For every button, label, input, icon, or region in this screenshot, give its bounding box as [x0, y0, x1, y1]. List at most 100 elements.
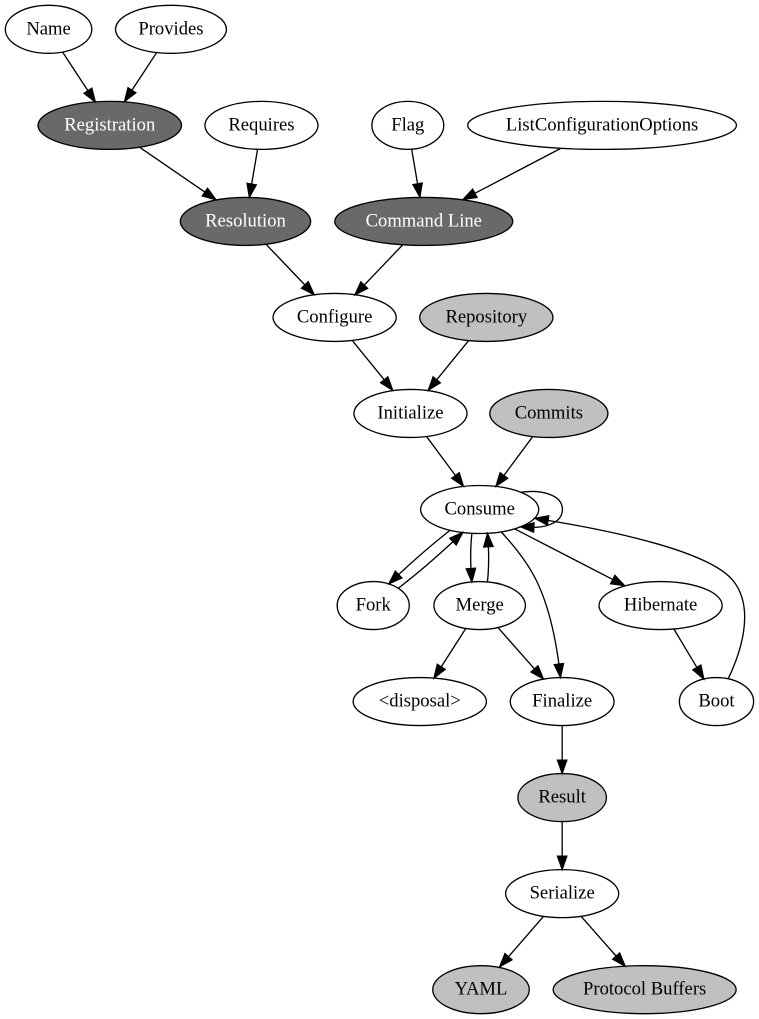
node-listconfigurationoptions-label: ListConfigurationOptions	[506, 114, 698, 135]
edge-consume-to-finalize-line	[500, 531, 560, 665]
edge-flag-to-command-line-arrowhead	[411, 182, 423, 200]
node-yaml-label: YAML	[455, 979, 508, 1000]
node-registration-shape	[37, 100, 183, 151]
edge-consume-to-merge-arrowhead	[465, 567, 477, 584]
edge-serialize-to-yaml-line	[507, 916, 544, 958]
edge-serialize-to-yaml-arrowhead	[498, 952, 514, 969]
edge-consume-to-finalize	[500, 531, 565, 680]
node-yaml-shape	[432, 964, 530, 1015]
node-result: Result	[517, 772, 608, 823]
node-configure: Configure	[272, 292, 397, 343]
node-configure-label: Configure	[297, 306, 373, 327]
edge-commits-to-consume-arrowhead	[494, 471, 509, 488]
node-requires-shape	[204, 100, 319, 151]
node-flag: Flag	[371, 100, 445, 151]
node-registration: Registration	[37, 100, 183, 151]
node-repository: Repository	[419, 292, 554, 343]
node-listconfigurationoptions-shape	[467, 100, 738, 151]
edge-resolution-to-configure-arrowhead	[300, 280, 316, 297]
edge-initialize-to-consume-line	[426, 436, 456, 476]
edge-consume-to-consume	[518, 490, 564, 534]
edge-commits-to-consume-line	[503, 436, 533, 476]
node-disposal-label: <disposal>	[379, 690, 461, 711]
node-flag-shape	[371, 100, 445, 151]
node-protocol-buffers: Protocol Buffers	[552, 964, 737, 1015]
node-consume-shape	[419, 484, 540, 535]
node-registration-label: Registration	[64, 114, 156, 135]
edge-merge-to-consume-arrowhead	[482, 531, 495, 548]
node-merge: Merge	[433, 580, 527, 631]
edge-registration-to-resolution-line	[139, 146, 206, 193]
node-result-label: Result	[538, 787, 586, 808]
edge-command-line-to-configure-arrowhead	[353, 280, 369, 297]
node-name: Name	[4, 4, 93, 55]
node-requires: Requires	[204, 100, 319, 151]
node-finalize-shape	[509, 676, 615, 727]
node-fork-shape	[336, 580, 410, 631]
edge-merge-to-disposal-arrowhead	[432, 663, 447, 680]
node-repository-label: Repository	[445, 306, 527, 327]
edge-repository-to-initialize	[427, 340, 469, 392]
node-resolution-shape	[179, 196, 312, 247]
edge-serialize-to-protocol-buffers-arrowhead	[611, 951, 627, 968]
edge-consume-to-merge-line	[470, 533, 473, 569]
edge-result-to-serialize-arrowhead	[556, 855, 568, 872]
edge-listconfigurationoptions-to-command-line-line	[474, 147, 562, 194]
edge-consume-to-consume-arrowhead	[518, 521, 535, 534]
node-finalize: Finalize	[509, 676, 615, 727]
node-serialize: Serialize	[504, 868, 620, 919]
node-name-shape	[4, 4, 93, 55]
node-resolution: Resolution	[179, 196, 312, 247]
edge-serialize-to-protocol-buffers-line	[580, 916, 617, 957]
edge-listconfigurationoptions-to-command-line-arrowhead	[461, 188, 479, 201]
edge-configure-to-initialize-line	[352, 340, 385, 380]
edge-boot-to-consume-line	[548, 519, 746, 679]
node-requires-label: Requires	[228, 114, 294, 135]
edge-name-to-registration-line	[62, 51, 89, 92]
edge-provides-to-registration	[123, 52, 158, 104]
node-hibernate-shape	[598, 580, 723, 631]
edge-merge-to-consume	[482, 531, 495, 582]
edge-merge-to-disposal	[432, 628, 467, 680]
edge-hibernate-to-boot-line	[673, 628, 698, 668]
edge-fork-to-consume	[398, 531, 465, 589]
edge-consume-to-merge	[465, 533, 477, 584]
edge-name-to-registration	[62, 51, 97, 104]
node-finalize-label: Finalize	[532, 690, 592, 711]
node-fork: Fork	[336, 580, 410, 631]
node-disposal: <disposal>	[352, 676, 488, 727]
node-consume: Consume	[419, 484, 540, 535]
node-command-line-shape	[334, 196, 514, 247]
edge-consume-to-fork-line	[398, 530, 451, 575]
node-provides-label: Provides	[138, 18, 203, 39]
node-initialize-label: Initialize	[377, 402, 443, 423]
edge-merge-to-disposal-line	[440, 628, 467, 667]
edge-consume-to-consume-line	[520, 490, 564, 529]
edge-initialize-to-consume	[426, 436, 465, 488]
edge-flag-to-command-line-line	[411, 149, 419, 184]
node-listconfigurationoptions: ListConfigurationOptions	[467, 100, 738, 151]
edge-command-line-to-configure	[353, 244, 404, 297]
edge-repository-to-initialize-line	[436, 340, 469, 380]
edge-fork-to-consume-arrowhead	[448, 531, 465, 547]
node-name-label: Name	[26, 18, 70, 39]
node-hibernate-label: Hibernate	[624, 594, 697, 615]
edge-result-to-serialize	[556, 822, 568, 872]
edge-serialize-to-yaml	[498, 916, 544, 969]
edge-hibernate-to-boot-arrowhead	[691, 664, 705, 681]
node-repository-shape	[419, 292, 554, 343]
edge-flag-to-command-line	[411, 149, 423, 200]
node-commits-label: Commits	[515, 402, 583, 423]
edge-listconfigurationoptions-to-command-line	[461, 147, 562, 201]
node-merge-shape	[433, 580, 527, 631]
edge-consume-to-fork	[387, 530, 451, 586]
edge-boot-to-consume-arrowhead	[532, 514, 550, 527]
node-hibernate: Hibernate	[598, 580, 723, 631]
node-initialize-shape	[353, 388, 468, 439]
node-resolution-label: Resolution	[205, 210, 286, 231]
edge-serialize-to-protocol-buffers	[580, 916, 627, 968]
edge-commits-to-consume	[494, 436, 533, 488]
node-provides-shape	[114, 4, 228, 55]
node-commits-shape	[489, 388, 609, 439]
